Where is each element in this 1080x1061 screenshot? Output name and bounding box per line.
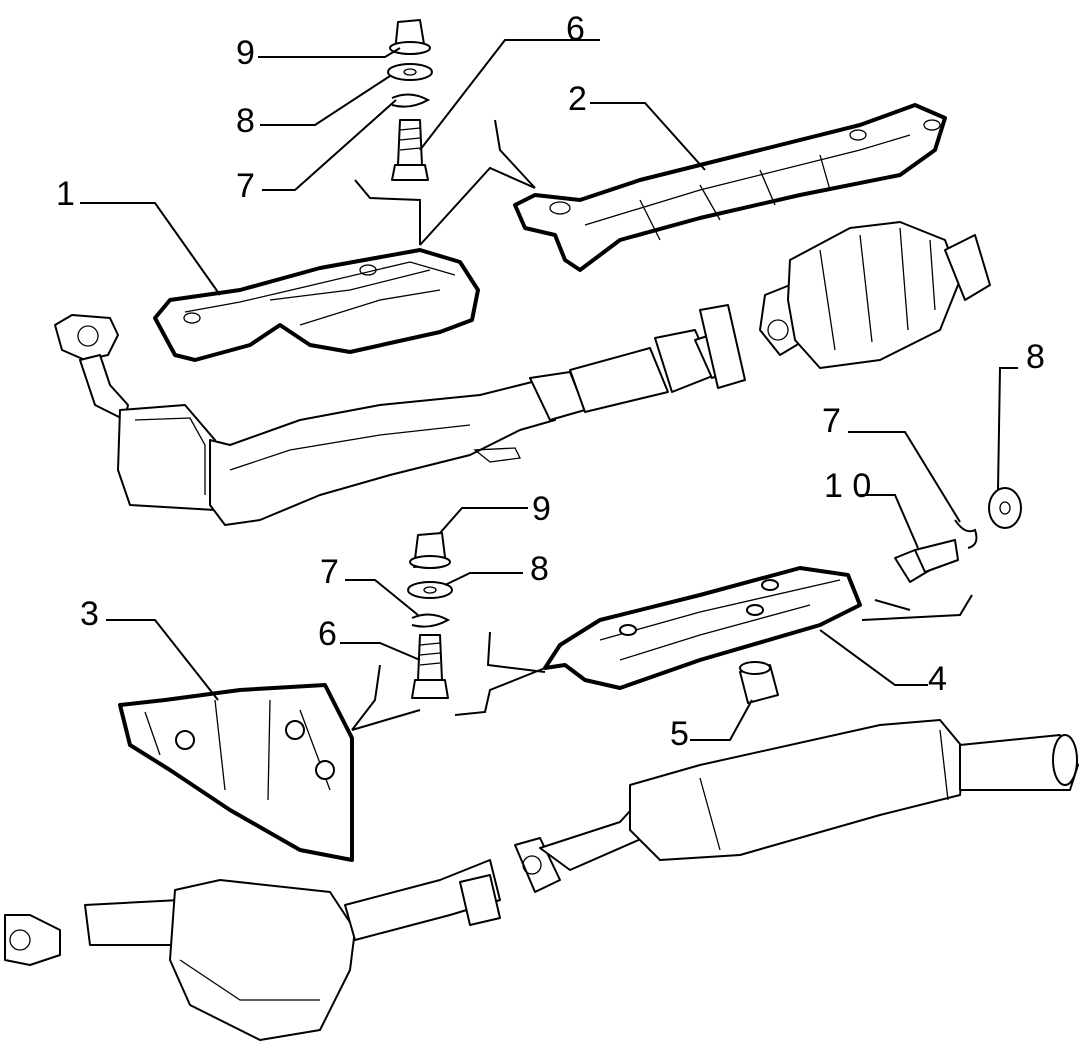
callout-7-lower: 7 — [320, 553, 339, 591]
heat-shield-1 — [153, 248, 480, 362]
callout-8-right: 8 — [1026, 338, 1045, 376]
callout-labels: 9 8 7 6 2 1 8 7 1 0 9 8 7 6 3 4 5 — [56, 10, 1045, 753]
callout-6-lower: 6 — [318, 615, 337, 653]
central-silencer — [4, 859, 501, 1041]
fastener-stack-upper — [387, 19, 433, 181]
callout-leaders — [80, 39, 1018, 741]
callout-6-upper: 6 — [566, 10, 585, 48]
fastener-stack-lower — [407, 532, 453, 699]
callout-8-lower: 8 — [530, 550, 549, 588]
front-exhaust-pipe — [54, 304, 746, 526]
assembly-guide-lines — [351, 119, 973, 731]
fastener-stack-right — [894, 487, 1022, 583]
callout-1: 1 — [56, 175, 75, 213]
rubber-mount-5 — [739, 661, 779, 704]
callout-9-upper: 9 — [236, 34, 255, 72]
callout-10: 1 0 — [824, 467, 871, 505]
callout-3: 3 — [80, 595, 99, 633]
callout-2: 2 — [568, 80, 587, 118]
callout-9-lower: 9 — [532, 490, 551, 528]
callout-4: 4 — [928, 660, 947, 698]
heat-shield-3 — [118, 683, 354, 862]
callout-7-right: 7 — [822, 402, 841, 440]
callout-5: 5 — [670, 715, 689, 753]
callout-7-upper: 7 — [236, 167, 255, 205]
catalytic-converter — [759, 221, 991, 369]
heat-shield-4 — [543, 566, 862, 690]
rear-muffler — [514, 719, 1079, 893]
heat-shield-2 — [513, 103, 947, 272]
callout-8-upper: 8 — [236, 102, 255, 140]
